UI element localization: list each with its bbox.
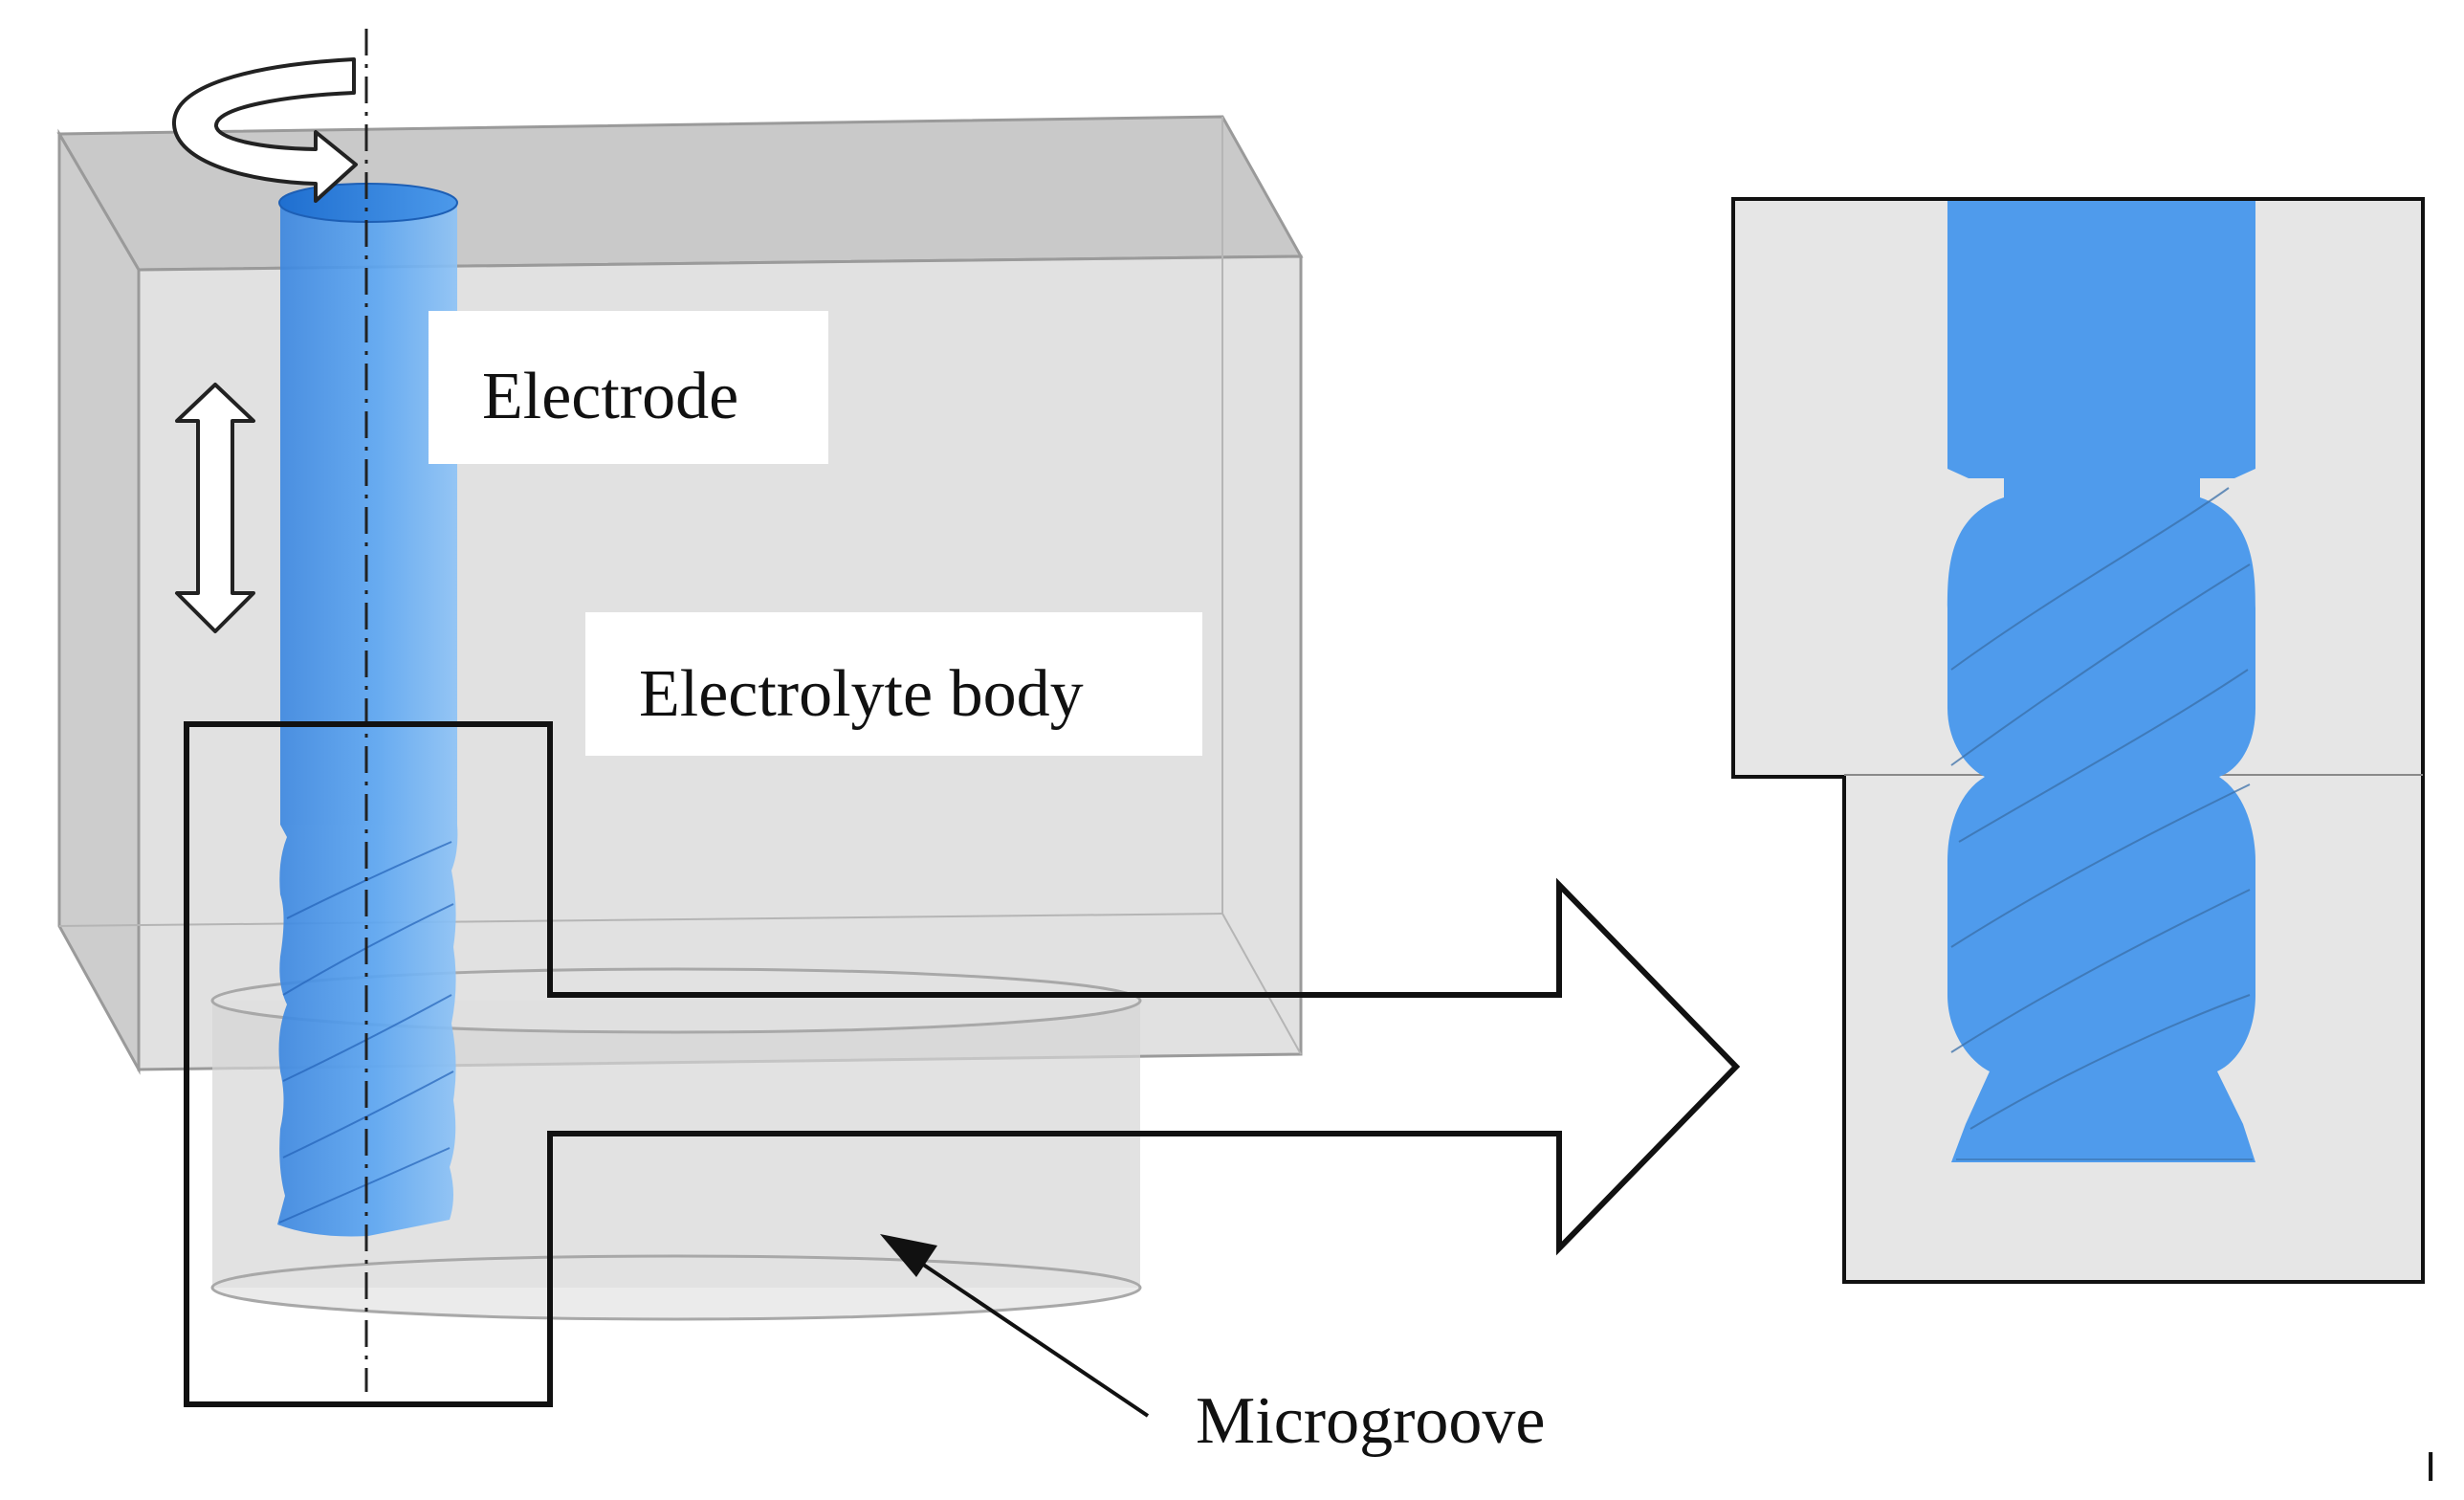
vertical-motion-arrow-icon [175, 383, 255, 633]
rotation-arrow-icon [171, 57, 358, 203]
electrolyte-body-label-box [585, 612, 1202, 756]
corner-mark: I [2425, 1444, 2436, 1490]
electrode-3d [277, 183, 458, 1237]
electrode-label: Electrode [482, 360, 738, 433]
microgroove-pointer-arrow [880, 1234, 1150, 1418]
microgroove-label: Microgroove [1196, 1384, 1545, 1458]
detail-callout-arrow [184, 721, 1741, 1407]
electrode-label-box [429, 311, 828, 464]
cross-section-view [1731, 197, 2425, 1284]
electrolyte-body-label: Electrolyte body [639, 657, 1084, 731]
